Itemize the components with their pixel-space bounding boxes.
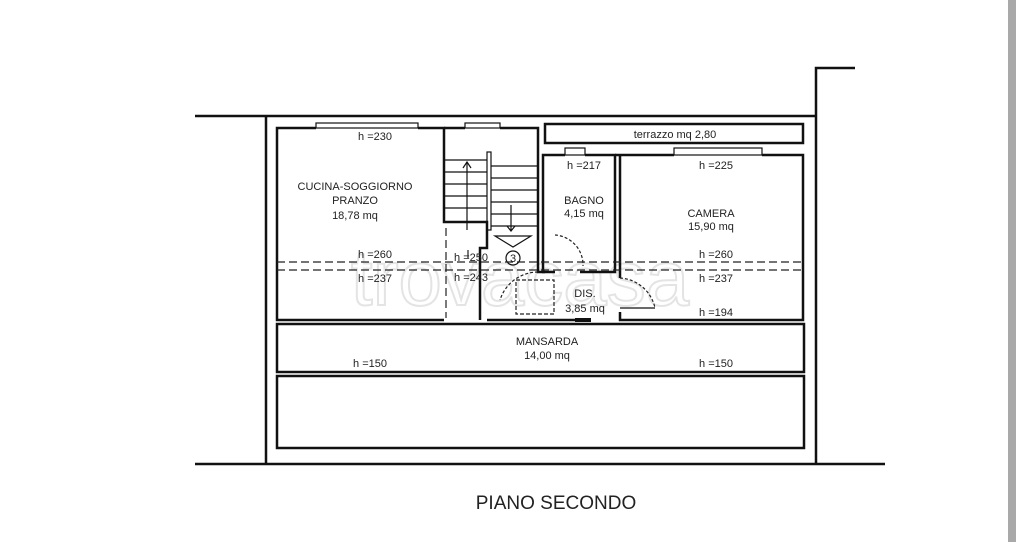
bathroom-area: 4,15 mq <box>564 208 604 220</box>
kitchen-height-top: h =230 <box>358 131 392 143</box>
hall <box>487 271 591 322</box>
attic-area: 14,00 mq <box>524 350 570 362</box>
kitchen-name: CUCINA-SOGGIORNO <box>298 181 413 193</box>
kitchen-name-2: PRANZO <box>332 195 378 207</box>
bedroom-height-a: h =260 <box>699 249 733 261</box>
stairs-height-a: h =250 <box>454 252 488 264</box>
bedroom-height-b: h =237 <box>699 273 733 285</box>
outer-walls <box>195 66 885 466</box>
terrace <box>543 122 805 145</box>
floor-title: PIANO SECONDO <box>475 493 637 514</box>
bedroom-height-c: h =194 <box>699 307 733 319</box>
kitchen-area: 18,78 mq <box>332 210 378 222</box>
scrollbar[interactable] <box>1008 0 1016 542</box>
hall-name: DIS. <box>574 288 595 300</box>
watermark: trovacasa <box>351 234 690 322</box>
attic <box>275 322 806 374</box>
bedroom-walls <box>615 147 805 322</box>
kitchen-height-b: h =237 <box>358 273 392 285</box>
hall-area: 3,85 mq <box>565 303 605 315</box>
terrace-label: terrazzo mq 2,80 <box>634 129 717 141</box>
stair-step-number: 3 <box>510 253 516 265</box>
attic-height-right: h =150 <box>699 358 733 370</box>
attic-height-left: h =150 <box>353 358 387 370</box>
bathroom-name: BAGNO <box>564 195 604 207</box>
stairs-height-b: h =243 <box>454 272 488 284</box>
bathroom-walls <box>541 147 617 274</box>
staircase: 3 <box>444 122 545 318</box>
bedroom-height-top: h =225 <box>699 160 733 172</box>
bathroom-height: h =217 <box>567 160 601 172</box>
bedroom-area: 15,90 mq <box>688 221 734 233</box>
lower-storage <box>275 374 806 450</box>
bedroom-name: CAMERA <box>687 208 735 220</box>
attic-name: MANSARDA <box>516 336 579 348</box>
kitchen-height-a: h =260 <box>358 249 392 261</box>
